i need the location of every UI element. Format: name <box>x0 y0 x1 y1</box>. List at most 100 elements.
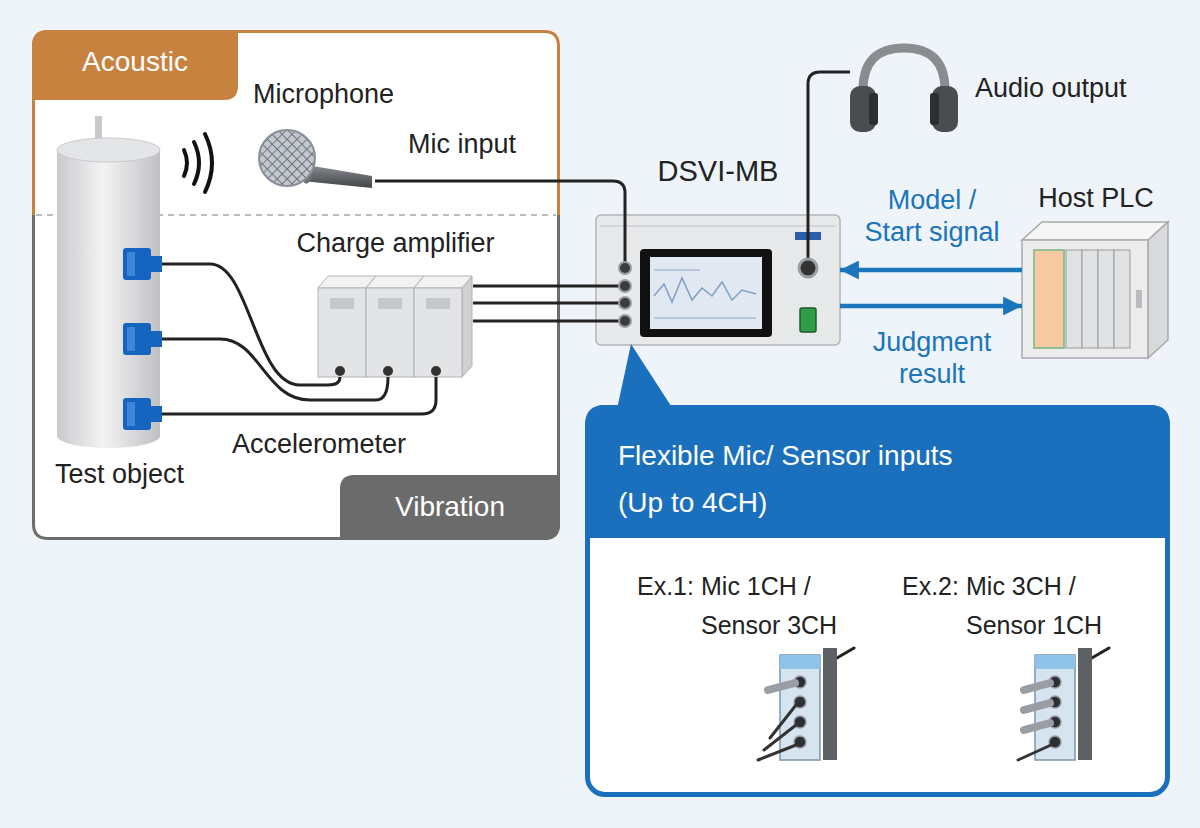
input-port <box>619 262 631 274</box>
cable-line <box>375 181 625 215</box>
input-panel <box>780 655 820 760</box>
plc-module <box>1098 250 1114 348</box>
headphones-illustration <box>850 48 958 132</box>
input-port <box>619 315 631 327</box>
region-tab-label: Acoustic <box>32 46 238 78</box>
amp-front <box>318 288 366 377</box>
panel-cap <box>780 655 820 669</box>
plc-module <box>1034 250 1064 348</box>
cable-line <box>473 302 596 305</box>
sound-wave <box>205 134 212 192</box>
signal-arrow <box>840 304 1022 309</box>
sensor-cable <box>1018 745 1051 760</box>
device-label: DSVI-MB <box>658 155 779 187</box>
microphone-head <box>259 130 315 186</box>
sensor-cables <box>758 705 796 760</box>
plc-module <box>1082 250 1098 348</box>
example-text: Mic 3CH / Sensor 1CH <box>966 567 1131 645</box>
region-tab-label: Vibration <box>340 491 560 523</box>
charge-amplifier: Charge amplifier <box>318 272 473 377</box>
callout-ground <box>585 405 1170 797</box>
cable-line <box>473 285 596 288</box>
mic-plugs <box>1024 683 1050 730</box>
accelerometer-face <box>127 252 135 276</box>
device-rim <box>600 225 836 227</box>
example-text: Mic 1CH / Sensor 3CH <box>701 567 866 645</box>
signal-label: Judgment result <box>863 326 1001 390</box>
mic-plug <box>768 683 795 690</box>
amp-display <box>330 298 354 309</box>
accelerometer-connector <box>150 331 162 347</box>
device-illustration <box>596 215 840 345</box>
amp-front <box>414 288 462 377</box>
accelerometer-connector <box>150 256 162 272</box>
cylinder-top <box>57 138 160 162</box>
charge-amplifiers <box>318 276 472 377</box>
mic-cable-stub <box>624 215 627 262</box>
sound-waves <box>184 134 212 192</box>
speaker-jack <box>799 259 817 277</box>
cylinder-body <box>57 150 160 436</box>
callout-heading: Flexible Mic/ Sensor inputs (Up to 4CH) <box>618 432 978 526</box>
input-port <box>619 280 631 292</box>
callout-header-band <box>585 405 1170 538</box>
plc-module <box>1066 250 1082 348</box>
amp-connector <box>431 366 441 376</box>
screen-lines <box>654 270 756 318</box>
accelerometer <box>123 398 151 430</box>
part-label: Host PLC <box>1038 182 1154 214</box>
accelerometer <box>123 248 151 280</box>
cable-line <box>808 72 850 215</box>
callout-box: Flexible Mic/ Sensor inputs (Up to 4CH) <box>585 405 1170 797</box>
panel-rail <box>823 648 837 760</box>
headphones: Audio output <box>850 44 960 134</box>
part-label: Audio output <box>975 72 1127 104</box>
accelerometer-face <box>127 402 135 426</box>
plc-module <box>1114 250 1130 348</box>
cable-line <box>162 339 388 400</box>
panel-example-2 <box>1018 648 1109 760</box>
amp-display <box>378 298 402 309</box>
ear-pad <box>930 93 939 125</box>
plc-top <box>1022 222 1168 240</box>
panel-cap <box>1035 655 1075 669</box>
device-box: DSVI-MB <box>596 215 840 345</box>
sound-wave <box>184 150 187 176</box>
plc-box: Host PLC <box>1022 220 1170 360</box>
signal-label: Mic input <box>408 128 516 160</box>
test-object: Test object <box>52 115 162 445</box>
panel-rail <box>1078 648 1092 760</box>
signal-label: Model / Start signal <box>863 184 1001 248</box>
signal-arrow <box>840 268 1022 273</box>
callout-pointer <box>617 344 673 409</box>
acoustic-tab <box>32 30 238 100</box>
cable-line <box>473 320 596 323</box>
amp-connector <box>383 366 393 376</box>
plc-handle <box>1136 290 1142 308</box>
example-label: Ex.1: <box>637 567 694 606</box>
sensor-cable-stubs <box>596 286 619 321</box>
accelerometer-face <box>127 327 135 351</box>
amp-side <box>462 276 472 377</box>
headphone-cable-stub <box>807 215 810 259</box>
plc-side <box>1148 222 1168 358</box>
accelerometers <box>123 248 162 430</box>
amp-connector <box>335 366 345 376</box>
plc-front <box>1022 240 1148 358</box>
screen <box>650 257 762 329</box>
part-label: Test object <box>55 458 184 490</box>
example-label: Ex.2: <box>902 567 959 606</box>
sound-wave <box>194 142 199 184</box>
amp-top <box>414 276 472 288</box>
vibration-tab <box>340 475 560 540</box>
amp-front <box>366 288 414 377</box>
cable-line <box>162 264 340 385</box>
input-port <box>619 297 631 309</box>
amp-display <box>426 298 450 309</box>
screen-waveform <box>654 278 756 302</box>
device-body <box>596 215 840 345</box>
microphone: Microphone <box>255 130 375 192</box>
